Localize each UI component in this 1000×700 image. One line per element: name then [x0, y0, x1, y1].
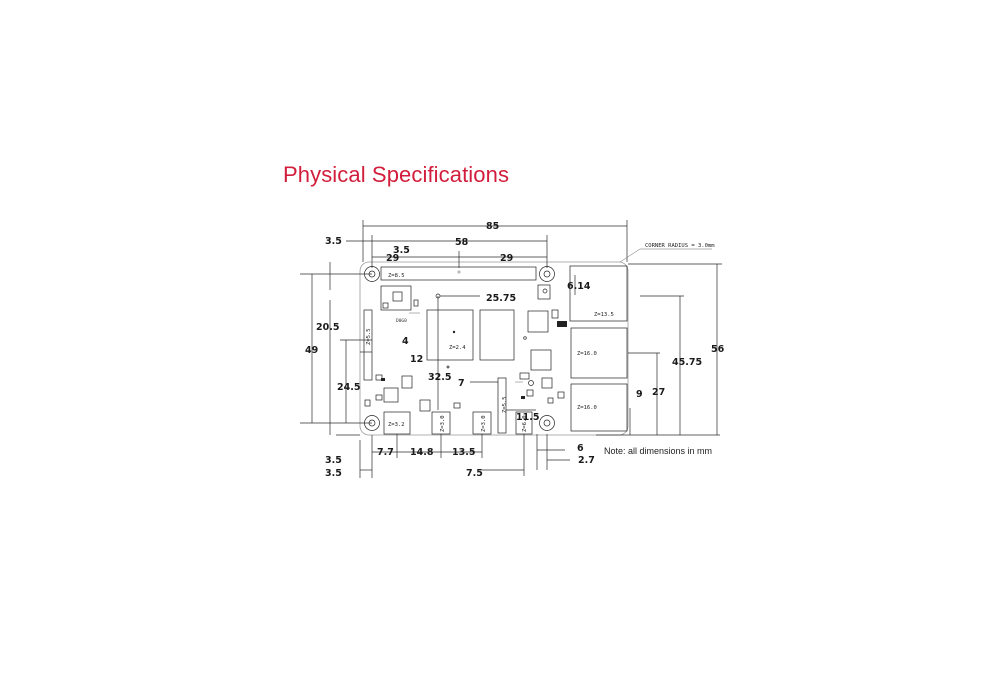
gpio-header [380, 266, 537, 281]
dim-3-5-top-left: 3.5 [325, 236, 342, 247]
usb-port-middle [570, 327, 628, 379]
dim-49: 49 [305, 345, 318, 356]
dimension-lines [300, 220, 722, 478]
power-z-label: Z=3.2 [388, 422, 405, 428]
chip-usb-controller [527, 310, 549, 333]
dim-7-7: 7.7 [377, 447, 394, 458]
dim-14-8: 14.8 [410, 447, 434, 458]
chip-top-left [380, 285, 412, 311]
chip-ethernet [530, 349, 552, 371]
dim-3-5-bottom-a: 3.5 [325, 455, 342, 466]
dim-4: 4 [402, 336, 409, 347]
board-outline [359, 261, 629, 436]
csi-z-label: Z=5.5 [502, 396, 508, 413]
dim-2-7: 2.7 [578, 455, 595, 466]
hdmi0-z-label: Z=3.0 [440, 415, 446, 432]
gpio-z-label: Z=8.5 [388, 273, 405, 279]
dim-85: 85 [486, 221, 499, 232]
misc-components [364, 293, 565, 412]
dimensions-note: Note: all dimensions in mm [604, 446, 712, 456]
dim-7-5: 7.5 [466, 468, 483, 479]
usb-bot-z-label: Z=16.0 [577, 405, 597, 411]
dim-3-5-bottom-b: 3.5 [325, 468, 342, 479]
dim-32-5: 32.5 [428, 372, 451, 383]
usb-top-z-label: Z=13.5 [594, 312, 614, 318]
page-title: Physical Specifications [283, 162, 510, 187]
dim-7: 7 [458, 378, 465, 389]
mounting-hole-bottom-right [539, 415, 555, 431]
dim-6: 6 [577, 443, 584, 454]
dim-13-5: 13.5 [452, 447, 475, 458]
mounting-hole-top-right [539, 266, 555, 282]
dim-45-75: 45.75 [672, 357, 702, 368]
dim-9: 9 [636, 389, 643, 400]
dim-29-left: 29 [386, 253, 399, 264]
dim-12: 12 [410, 354, 423, 365]
dim-11-5: 11.5 [516, 412, 539, 423]
dim-20-5: 20.5 [316, 322, 339, 333]
dim-58: 58 [455, 237, 469, 248]
dim-56: 56 [711, 344, 725, 355]
dim-24-5: 24.5 [337, 382, 360, 393]
usb-mid-z-label: Z=16.0 [577, 351, 597, 357]
usb-port-top [569, 265, 628, 322]
dim-3-5-top: 3.5 [393, 245, 410, 256]
dsi-connector [363, 309, 373, 381]
corner-radius-label: CORNER RADIUS = 3.0mm [645, 243, 715, 249]
csi-connector [497, 377, 507, 434]
chip-code-label: D0G0 [396, 318, 407, 324]
audio-z-label: Z=6.0 [522, 415, 528, 432]
dsi-z-label: Z=5.5 [366, 328, 372, 345]
ram-chip [479, 309, 515, 361]
dim-25-75: 25.75 [486, 293, 516, 304]
dim-27: 27 [652, 387, 665, 398]
dim-29-right: 29 [500, 253, 513, 264]
usb-port-bottom [570, 383, 628, 432]
dim-6-14: 6.14 [567, 281, 591, 292]
soc-z-label: Z=2.4 [449, 345, 466, 351]
soc-chip [426, 309, 474, 361]
hdmi1-z-label: Z=3.0 [481, 415, 487, 432]
